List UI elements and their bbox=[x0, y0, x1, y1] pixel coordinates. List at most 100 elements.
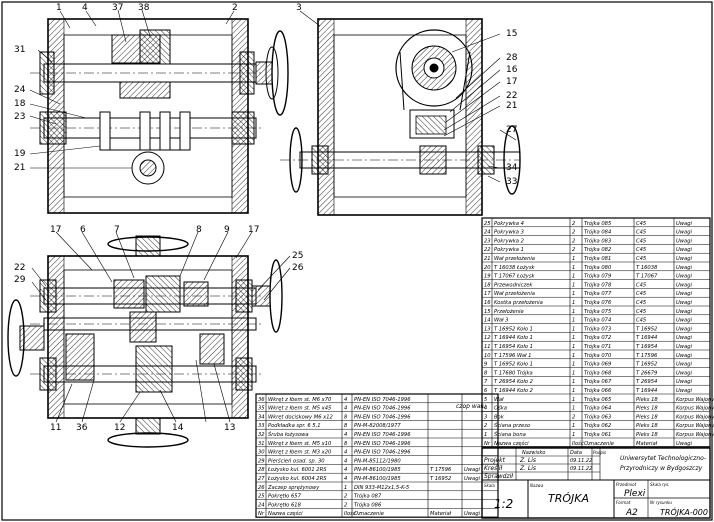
parts-right-cell: Trójka 070 bbox=[584, 352, 612, 359]
projekt-date: 09.11.22 bbox=[570, 458, 592, 464]
callout-16: 16 bbox=[506, 65, 518, 75]
parts-left-cell: Trójka 087 bbox=[354, 493, 382, 500]
callout-6: 6 bbox=[80, 225, 86, 235]
parts-left-cell: PN-M-86100/1985 bbox=[354, 467, 401, 473]
parts-right-cell: Ośka bbox=[494, 405, 507, 412]
parts-right-cell: Trójka 072 bbox=[584, 334, 611, 341]
callout-7: 7 bbox=[114, 225, 120, 235]
parts-right-cell: 1 bbox=[572, 406, 575, 412]
parts-right-cell: Uwagi bbox=[676, 282, 693, 288]
parts-right-cell: 1 bbox=[572, 432, 575, 438]
parts-left-cell: 4 bbox=[344, 458, 347, 464]
parts-left-cell: Pokrętło 657 bbox=[268, 494, 302, 500]
parts-right-cell: 2 bbox=[572, 414, 575, 420]
parts-right-cell: Uwagi bbox=[676, 326, 693, 332]
parts-right-cell: 25 bbox=[484, 221, 491, 227]
parts-left-cell: 4 bbox=[344, 397, 347, 403]
parts-right-cell: Uwagi bbox=[676, 221, 693, 227]
parts-left-cell: 27 bbox=[258, 476, 265, 482]
parts-right-cell: Uwagi bbox=[676, 291, 693, 297]
parts-right-cell: C45 bbox=[636, 300, 647, 306]
parts-right-cell: 16 bbox=[484, 300, 491, 306]
parts-right-cell: Wał przełożenia bbox=[494, 256, 535, 262]
parts-right-cell: Uwagi bbox=[676, 362, 693, 368]
callout-23: 23 bbox=[14, 112, 25, 122]
parts-right-cell: 2 bbox=[572, 238, 575, 244]
parts-right-cell: Trójka 083 bbox=[584, 237, 611, 244]
header-podpis: Podpis bbox=[593, 450, 606, 455]
callout-2: 2 bbox=[232, 3, 238, 13]
callout-14: 14 bbox=[172, 423, 184, 433]
callout-22b: 22 bbox=[14, 263, 25, 273]
parts-right-cell: Korpus Wajony bbox=[676, 406, 714, 412]
callout-13: 13 bbox=[224, 423, 235, 433]
parts-right-cell: Uwagi bbox=[676, 300, 693, 306]
parts-right-cell: T 17596 bbox=[636, 353, 658, 359]
parts-left-cell: 29 bbox=[258, 458, 265, 464]
parts-right-cell: Korpus Wajony bbox=[676, 432, 714, 438]
parts-right-cell: Trójka 074 bbox=[584, 317, 611, 324]
callout-labels: 1 4 37 38 2 3 31 24 18 23 19 21 15 28 16… bbox=[14, 3, 518, 433]
parts-right-cell: 20 bbox=[484, 265, 491, 271]
parts-right-cell: Uwagi bbox=[676, 318, 693, 324]
parts-right-cell: 14 bbox=[484, 318, 491, 324]
parts-right-cell: Trójka 069 bbox=[584, 361, 611, 368]
parts-right-cell: 10 bbox=[484, 353, 491, 359]
drawing-title: TRÓJKA bbox=[548, 492, 589, 505]
parts-right-cell: Trójka 068 bbox=[584, 369, 612, 376]
callout-38: 38 bbox=[138, 3, 150, 13]
parts-right-cell: Wał przełożenia bbox=[494, 291, 535, 297]
format-value: A2 bbox=[625, 508, 638, 518]
parts-right-cell: C45 bbox=[636, 291, 647, 297]
parts-right-cell: 8 bbox=[484, 370, 488, 376]
callout-21: 21 bbox=[14, 163, 25, 173]
parts-left-cell: 4 bbox=[344, 476, 347, 482]
parts-right-cell: Trójka 076 bbox=[584, 299, 612, 306]
parts-left-cell: 4 bbox=[344, 406, 347, 412]
parts-right-cell: 1 bbox=[572, 397, 575, 403]
parts-right-cell: 22 bbox=[484, 247, 491, 253]
parts-left-cell: 8 bbox=[344, 441, 348, 447]
parts-left-cell: 33 bbox=[258, 423, 265, 429]
institution-line-1: Uniwersytet Technologiczno- bbox=[620, 455, 706, 462]
parts-right-cell: 1 bbox=[572, 344, 575, 350]
parts-right-cell: 1 bbox=[572, 353, 575, 359]
callout-18: 18 bbox=[14, 99, 26, 109]
parts-right-cell: 3 bbox=[484, 414, 487, 420]
parts-right-cell: C45 bbox=[636, 247, 647, 253]
parts-right-cell: Uwagi bbox=[676, 379, 693, 385]
parts-right-cell: C45 bbox=[636, 230, 647, 236]
parts-right-cell: Korpus Wajony bbox=[676, 423, 714, 429]
parts-right-cell: Trójka 066 bbox=[584, 387, 612, 394]
parts-right-cell: Trójka 062 bbox=[584, 422, 611, 429]
parts-right-cell: Uwagi bbox=[676, 230, 693, 236]
parts-right-cell: Uwagi bbox=[676, 441, 693, 447]
parts-right-cell: Przełożenie bbox=[494, 309, 524, 315]
callout-19: 19 bbox=[14, 149, 26, 159]
callout-8: 8 bbox=[196, 225, 202, 235]
parts-left-cell: 30 bbox=[258, 450, 265, 456]
parts-left-cell: PN-EN ISO 7046-1996 bbox=[354, 414, 411, 420]
parts-left-cell: 8 bbox=[344, 423, 348, 429]
parts-right-cell: Pleks 18 bbox=[636, 397, 658, 403]
parts-right-cell: Trójka 081 bbox=[584, 255, 611, 262]
callout-22: 22 bbox=[506, 91, 517, 101]
parts-right-cell: Uwagi bbox=[676, 265, 693, 271]
parts-right-cell: T 16952 Koło 1 bbox=[494, 362, 533, 368]
parts-right-cell: 4 bbox=[484, 406, 487, 412]
callout-25: 25 bbox=[292, 251, 303, 261]
projekt-name: Z. Lis bbox=[519, 457, 536, 464]
callout-17a: 17 bbox=[50, 225, 61, 235]
parts-right-cell: Trójka 077 bbox=[584, 290, 612, 297]
parts-left-cell: PN-M-86100/1985 bbox=[354, 476, 401, 482]
parts-right-cell: T 26679 bbox=[636, 370, 657, 376]
parts-right-cell: 1 bbox=[572, 256, 575, 262]
parts-right-cell: T 16038 Łożysk bbox=[494, 265, 536, 271]
parts-left-cell: Zaczep sprężynowy bbox=[267, 485, 320, 491]
parts-right-cell: 1 bbox=[572, 282, 575, 288]
parts-left-cell: Ilość bbox=[344, 510, 357, 517]
parts-left-cell: PN-EN ISO 7046-1996 bbox=[354, 441, 411, 447]
parts-left-cell: 4 bbox=[344, 467, 347, 473]
callout-17: 17 bbox=[506, 77, 517, 87]
